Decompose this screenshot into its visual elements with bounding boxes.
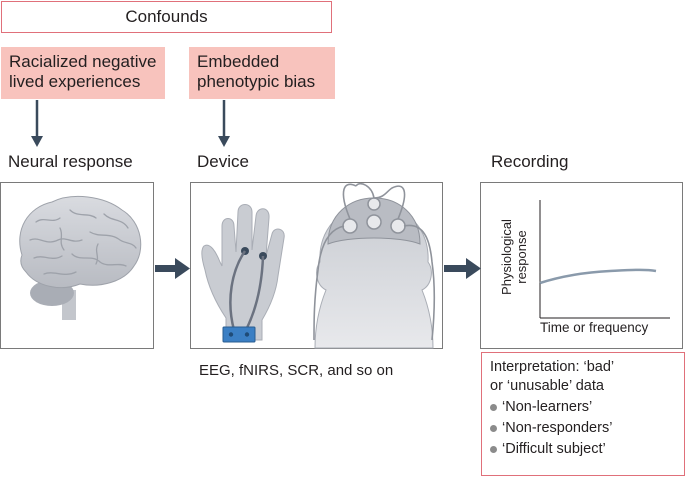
bullet-item: ‘Non-responders’ [490, 419, 676, 438]
chart-ylabel: Physiological response [499, 207, 529, 307]
hand-icon [201, 204, 285, 343]
bullet-item: ‘Difficult subject’ [490, 440, 676, 459]
down-arrow-device [218, 100, 230, 147]
down-arrow-neural [31, 100, 43, 147]
interpretation-line-1: Interpretation: ‘bad’ [490, 359, 615, 375]
recording-chart [539, 200, 670, 319]
racialized-experiences-box: Racialized negative lived experiences [1, 47, 165, 99]
confounds-title: Confounds [125, 7, 208, 26]
bullet-text: ‘Difficult subject’ [502, 441, 606, 457]
bullet-dot-icon [490, 404, 497, 411]
interpretation-line-2: or ‘unusable’ data [490, 378, 604, 394]
bullet-dot-icon [490, 446, 497, 453]
right-arrow-2 [444, 258, 481, 279]
confounds-box: Confounds [1, 1, 332, 33]
device-caption: EEG, fNIRS, SCR, and so on [199, 362, 394, 379]
neural-response-label: Neural response [8, 152, 133, 171]
chart-ylabel-line-1: Physiological [499, 219, 514, 295]
chart-xlabel: Time or frequency [540, 320, 649, 335]
bullet-dot-icon [490, 425, 497, 432]
brain-icon [19, 196, 142, 320]
head-with-eeg-cap-icon [313, 182, 436, 349]
chart-ylabel-line-2: response [514, 230, 529, 284]
phenotypic-line-2: phenotypic bias [197, 72, 316, 91]
phenotypic-bias-box: Embedded phenotypic bias [189, 47, 335, 99]
phenotypic-line-1: Embedded [197, 52, 280, 71]
bullet-text: ‘Non-learners’ [502, 399, 593, 415]
interpretation-box: Interpretation: ‘bad’ or ‘unusable’ data… [481, 352, 685, 476]
racialized-line-1: Racialized negative [9, 52, 157, 71]
recording-panel [480, 182, 683, 349]
bullet-item: ‘Non-learners’ [490, 398, 676, 417]
device-label: Device [197, 152, 249, 171]
bullet-text: ‘Non-responders’ [502, 420, 613, 436]
recording-label: Recording [491, 152, 569, 171]
right-arrow-1 [155, 258, 190, 279]
response-curve [539, 268, 657, 285]
chart-ylabel-wrap: Physiological response [496, 206, 532, 310]
racialized-line-2: lived experiences [9, 72, 141, 91]
